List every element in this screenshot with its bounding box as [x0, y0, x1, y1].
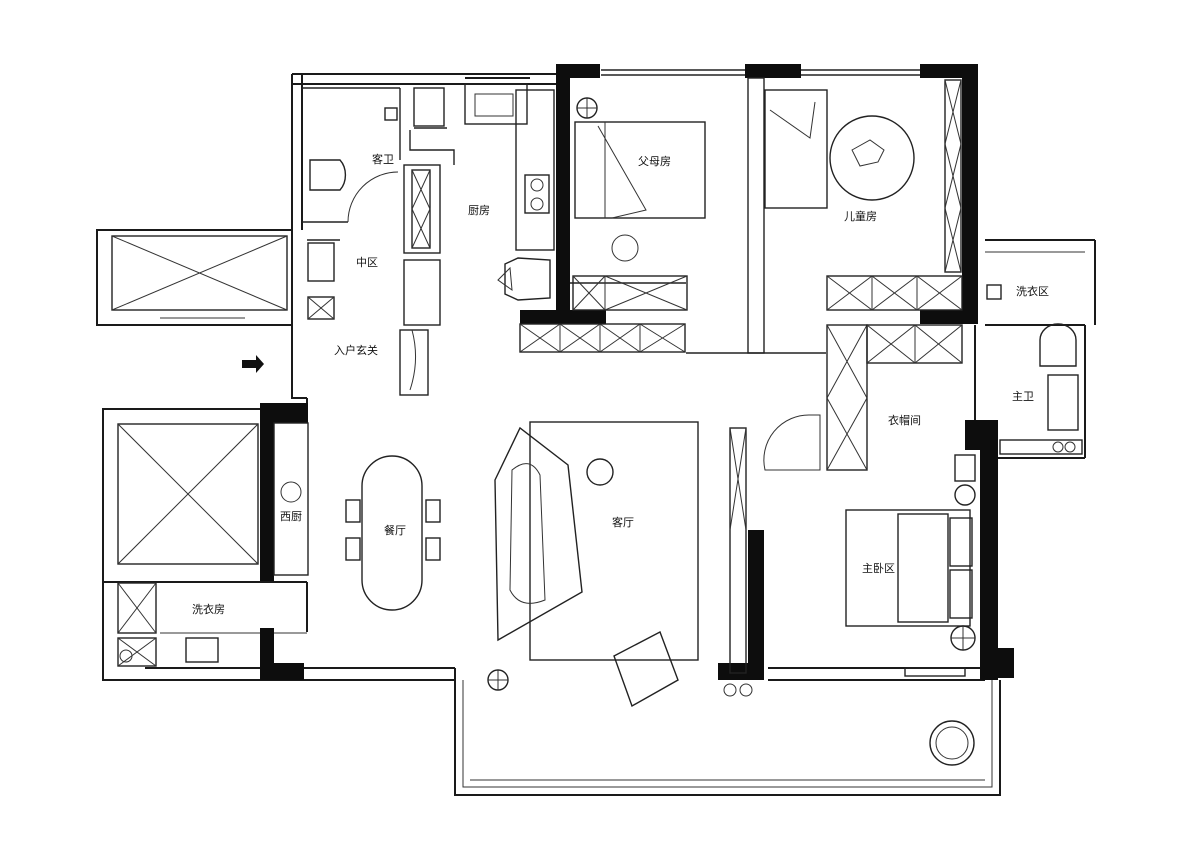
room-label: 洗衣房	[192, 602, 225, 616]
master-bath-fixtures	[986, 284, 1083, 455]
room-label: 中区	[356, 256, 378, 269]
room-label: 餐厅	[384, 523, 406, 537]
room-label: 衣帽间	[888, 413, 921, 427]
closet-furniture	[729, 324, 963, 674]
room-label: 入户玄关	[334, 343, 378, 357]
room-label: 客卫	[372, 152, 394, 166]
partitions	[302, 69, 920, 396]
room-label: 客厅	[612, 515, 634, 529]
room-label: 主卫	[1012, 390, 1034, 403]
bearing-walls	[260, 64, 1014, 680]
entry-arrow-icon	[242, 355, 264, 373]
room-label: 父母房	[638, 155, 671, 168]
kitchen-wardrobe-circles	[119, 649, 753, 697]
room-label: 儿童房	[844, 209, 877, 223]
living-furniture	[487, 421, 699, 708]
dining-furniture	[273, 422, 441, 611]
plant-icon	[929, 720, 975, 766]
master-bedroom-furniture	[845, 454, 976, 651]
room-label: 主卧区	[862, 562, 895, 575]
room-label: 洗衣区	[1016, 284, 1049, 298]
parents-bedroom-furniture	[572, 97, 706, 311]
room-labels: 客卫 厨房 父母房 儿童房 中区 入户玄关 洗衣区 主卫 衣帽间 西厨 餐厅 客…	[192, 152, 1049, 616]
room-label: 厨房	[468, 204, 490, 217]
childrens-room-furniture	[764, 79, 963, 311]
room-label: 西厨	[280, 510, 302, 523]
guest-bath-fixtures	[309, 107, 398, 191]
